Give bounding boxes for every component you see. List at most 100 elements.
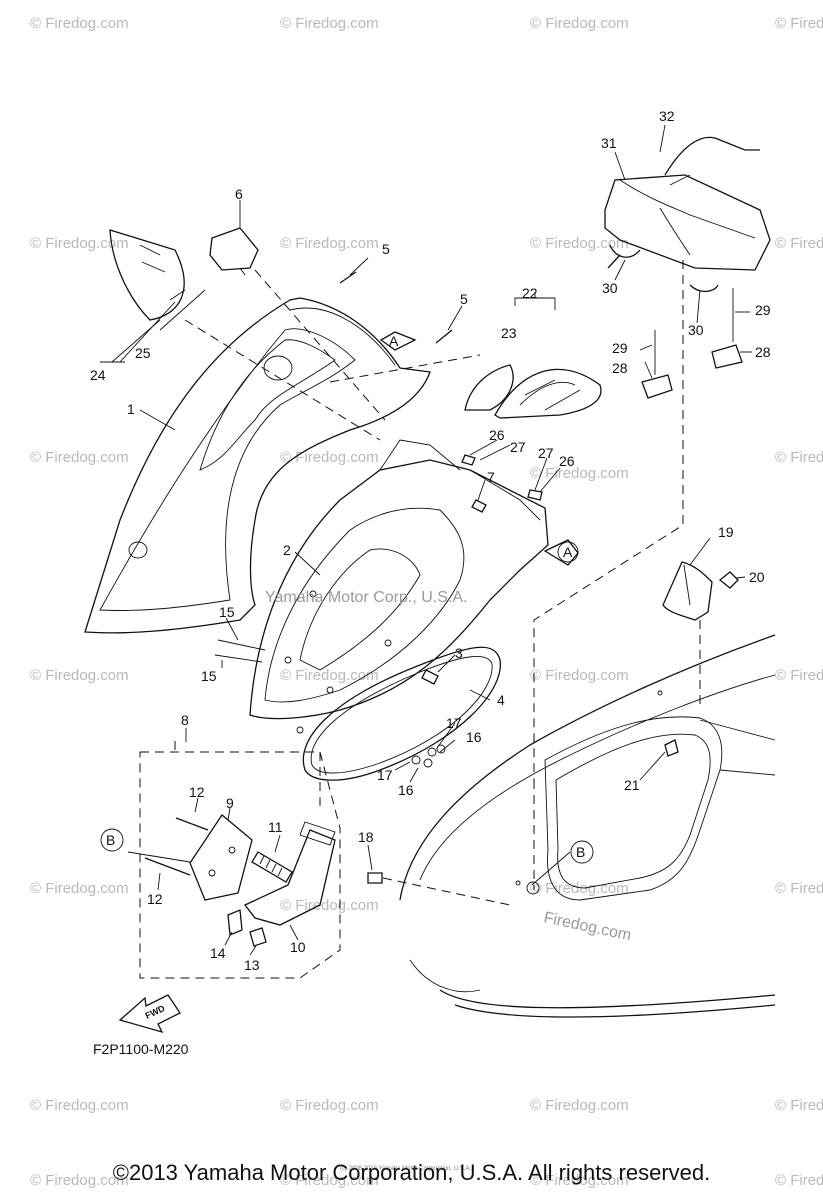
assembly-line-right	[533, 260, 701, 780]
part-number-labels: 1 2 3 4 5 5 6 7 8 9 10 11 12 12 13 14 15…	[90, 108, 771, 973]
watermark: © Firedog.com	[280, 897, 379, 914]
part-label-17: 17	[446, 715, 462, 731]
callout-b-left: B	[100, 828, 124, 852]
callout-a-label: A	[389, 333, 399, 349]
leader-lines	[127, 151, 752, 956]
watermark-layer: © Firedog.com © Firedog.com © Firedog.co…	[30, 15, 823, 1189]
callout-a-right: A	[543, 539, 579, 566]
part-label-21: 21	[624, 777, 640, 793]
part-label-18: 18	[358, 829, 374, 845]
diagram-code: F2P1100-M220	[93, 1041, 189, 1057]
part-label-10: 10	[290, 939, 306, 955]
watermark: © Firedog.com	[775, 880, 823, 897]
watermark: © Firedog.com	[30, 667, 129, 684]
watermark: © Firedog.com	[30, 235, 129, 252]
tiny-copyright: (c) 2008 2016 Yamaha Motor Corporation, …	[340, 1166, 472, 1172]
storage-box-part	[604, 136, 771, 293]
center-watermark: Yamaha Motor Corp., U.S.A.	[265, 589, 467, 606]
watermark: © Firedog.com	[30, 15, 129, 32]
watermark: © Firedog.com	[530, 1172, 629, 1189]
part-label-29: 29	[755, 302, 771, 318]
hood-liner-part	[249, 439, 549, 734]
connector-part	[209, 227, 259, 276]
part-label-5: 5	[382, 241, 390, 257]
part-label-15: 15	[219, 604, 235, 620]
screw-parts	[367, 739, 679, 906]
part-label-1: 1	[127, 401, 135, 417]
callout-b-label: B	[576, 844, 585, 860]
part-label-28: 28	[612, 360, 628, 376]
watermark: © Firedog.com	[530, 15, 629, 32]
watermark: © Firedog.com	[280, 235, 379, 252]
part-label-28: 28	[755, 344, 771, 360]
part-label-5: 5	[460, 291, 468, 307]
assembly-lines	[184, 269, 481, 441]
part-label-22: 22	[522, 285, 538, 301]
watermark: © Firedog.com	[30, 449, 129, 466]
part-label-27: 27	[510, 439, 526, 455]
watermark: © Firedog.com	[530, 235, 629, 252]
hull-deck	[399, 634, 776, 1018]
watermark: © Firedog.com	[280, 1172, 379, 1189]
watermark: © Firedog.com	[280, 449, 379, 466]
subassembly-box	[139, 740, 341, 979]
part-label-15: 15	[201, 668, 217, 684]
watermark: © Firedog.com	[775, 449, 823, 466]
forward-arrow: FWD	[118, 994, 181, 1034]
part-label-7: 7	[487, 469, 495, 485]
watermark: © Firedog.com	[530, 667, 629, 684]
part-label-12: 12	[189, 784, 205, 800]
watermark: © Firedog.com	[775, 1172, 823, 1189]
watermark: © Firedog.com	[30, 1172, 129, 1189]
watermark: © Firedog.com	[530, 1097, 629, 1114]
watermark: © Firedog.com	[775, 667, 823, 684]
watermark: © Firedog.com	[775, 235, 823, 252]
watermark: © Firedog.com	[530, 465, 629, 482]
part-label-9: 9	[226, 795, 234, 811]
callout-a-top: A	[379, 331, 417, 351]
hood-cover-part	[84, 297, 431, 634]
part-label-2: 2	[283, 542, 291, 558]
part-label-8: 8	[181, 712, 189, 728]
part-label-27: 27	[538, 445, 554, 461]
part-label-16: 16	[398, 782, 414, 798]
part-label-14: 14	[210, 945, 226, 961]
part-label-29: 29	[612, 340, 628, 356]
part-label-12: 12	[147, 891, 163, 907]
callout-b-label: B	[106, 832, 115, 848]
bracket-parts	[641, 288, 743, 399]
part-label-17: 17	[377, 767, 393, 783]
copyright-notice: ©2013 Yamaha Motor Corporation, U.S.A. A…	[112, 1160, 711, 1185]
latch-part	[662, 561, 739, 621]
watermark: © Firedog.com	[30, 880, 129, 897]
part-label-26: 26	[489, 427, 505, 443]
left-vent-part	[109, 229, 206, 331]
part-label-32: 32	[659, 108, 675, 124]
callout-b-right: B	[570, 840, 594, 864]
part-label-30: 30	[688, 322, 704, 338]
watermark: © Firedog.com	[280, 1097, 379, 1114]
part-label-24: 24	[90, 367, 106, 383]
firedog-center-watermark: Firedog.com	[542, 909, 633, 944]
part-label-23: 23	[501, 325, 517, 341]
part-label-31: 31	[601, 135, 617, 151]
part-label-3: 3	[455, 645, 463, 661]
part-label-19: 19	[718, 524, 734, 540]
callout-a-label: A	[563, 544, 573, 560]
hardware-parts	[214, 454, 543, 768]
part-label-20: 20	[749, 569, 765, 585]
part-label-11: 11	[268, 819, 283, 835]
part-label-6: 6	[235, 186, 243, 202]
part-label-30: 30	[602, 280, 618, 296]
watermark: © Firedog.com	[30, 1097, 129, 1114]
seal-gasket-part	[302, 646, 501, 781]
part-label-25: 25	[135, 345, 151, 361]
pin-parts	[339, 271, 453, 344]
group-brackets	[100, 124, 666, 363]
part-label-26: 26	[559, 453, 575, 469]
vent-cover-part	[464, 364, 602, 419]
watermark: © Firedog.com	[775, 15, 823, 32]
watermark: © Firedog.com	[280, 15, 379, 32]
part-label-4: 4	[497, 692, 505, 708]
